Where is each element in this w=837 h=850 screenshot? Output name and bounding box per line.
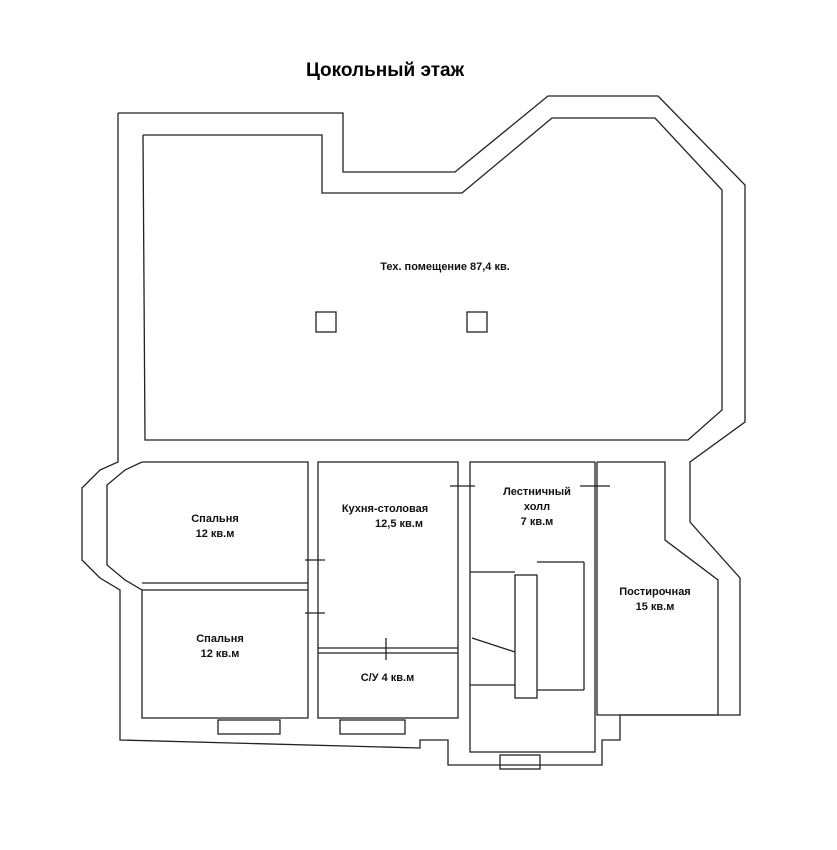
- stair-hall-walls: [469, 461, 596, 753]
- column: [315, 311, 337, 333]
- stair-core: [514, 574, 538, 699]
- window: [339, 719, 406, 735]
- floor-title: Цокольный этаж: [305, 60, 465, 81]
- room-label-tech: Тех. помещение 87,4 кв.: [380, 261, 510, 273]
- outer-wall: [81, 95, 746, 766]
- kitchen-walls: [317, 461, 459, 719]
- room-label-bathroom: С/У 4 кв.м: [360, 672, 415, 684]
- laundry-walls: [596, 461, 719, 716]
- column: [466, 311, 488, 333]
- stairs: [470, 561, 585, 691]
- window: [499, 754, 541, 770]
- inner-wall: [142, 117, 723, 441]
- window: [217, 719, 281, 735]
